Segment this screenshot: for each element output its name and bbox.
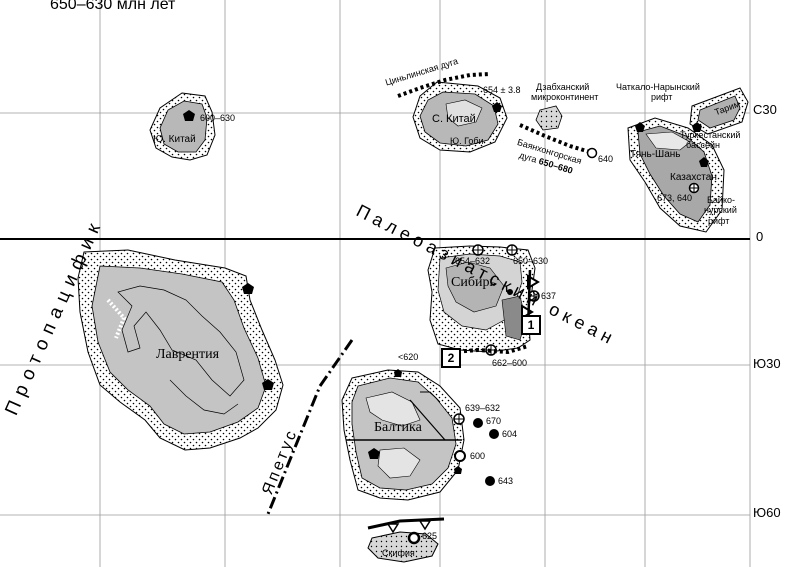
dzabkhan-label-1: Дзабханский xyxy=(536,82,590,92)
tarim-block xyxy=(689,87,749,135)
scythia-triangle-1 xyxy=(386,523,400,534)
baltica-block xyxy=(341,369,499,501)
balt-pentagon-small-1 xyxy=(454,466,462,474)
s-china-label: Ю. Китай xyxy=(153,134,196,145)
laurentia-pentagon-ne xyxy=(242,283,254,294)
balt-643-dot xyxy=(485,476,495,486)
lat-s30: Ю30 xyxy=(753,356,781,371)
laurentia-label: Лаврентия xyxy=(156,347,220,362)
lat-n30: С30 xyxy=(753,102,777,117)
laurentia-pentagon-se xyxy=(262,379,274,390)
scythia-age-circle xyxy=(407,531,421,545)
s-china-age-pentagon xyxy=(183,110,195,121)
gobi-label: Ю. Гоби xyxy=(450,136,484,146)
balt-670-dot xyxy=(473,418,483,428)
balt-604-dot xyxy=(489,429,499,439)
tianshan-label: Тянь-Шань xyxy=(630,149,681,160)
n-china-age-pentagon xyxy=(492,102,502,112)
qinling-arc-line xyxy=(397,72,491,98)
balt-pentagon-small-2 xyxy=(394,369,402,377)
marker-box-1: 1 xyxy=(521,315,541,335)
map-title: 650–630 млн лет xyxy=(50,0,176,13)
turkestan-pentagon xyxy=(692,122,702,132)
age-kazakh: 673, 640 xyxy=(657,193,693,203)
age-sib-e: 650–630 xyxy=(513,256,549,266)
age-balt-600: 600 xyxy=(470,451,486,461)
n-china-label: С. Китай xyxy=(432,113,476,125)
marker-box-2: 2 xyxy=(441,348,461,368)
age-balt-643: 643 xyxy=(498,476,514,486)
chatkal-label-1: Чаткало-Нарынский xyxy=(616,82,700,92)
turkestan-label-2: бассейн xyxy=(686,140,720,150)
lat-s60: Ю60 xyxy=(753,505,781,520)
laurentia-block xyxy=(77,249,284,451)
sib-center-dot xyxy=(507,289,513,295)
scythia-triangle-2 xyxy=(418,520,432,531)
siberia-label: Сибирь xyxy=(451,275,496,290)
age-scythia: 625 xyxy=(422,531,438,541)
age-balt-639: 639–632 xyxy=(465,403,501,413)
age-balt-620: <620 xyxy=(398,352,419,362)
age-s-china: 600–630 xyxy=(200,113,236,123)
dzabkhan-block xyxy=(535,105,563,131)
n-china-block xyxy=(412,81,508,153)
age-balt-670: 670 xyxy=(486,416,502,426)
iapetus-ridge xyxy=(266,339,354,515)
scythia-block xyxy=(367,517,445,563)
lat-equator: 0 xyxy=(756,229,764,244)
baltica-pentagon xyxy=(368,448,380,459)
age-dzabkhan: 640 xyxy=(598,154,614,164)
balt-600-age-circle xyxy=(454,450,466,462)
dzabkhan-age-circle xyxy=(586,147,598,159)
tianshan-kazakh-block xyxy=(627,117,725,233)
siberia-block xyxy=(427,244,540,356)
dzabkhan-label-2: микроконтинент xyxy=(531,92,599,102)
tianshan-pentagon xyxy=(699,157,709,167)
turkestan-label-1: Туркестанский xyxy=(680,130,741,140)
age-sib-s: 662–600 xyxy=(492,358,528,368)
scythia-label: Скифия xyxy=(382,548,415,558)
baltica-label: Балтика xyxy=(374,420,422,435)
age-n-china: 654 ± 3.8 xyxy=(483,85,521,95)
age-sib-637: 637 xyxy=(541,291,557,301)
s-china-block xyxy=(149,92,216,161)
kazakhstan-label: Казахстан xyxy=(670,172,717,183)
age-sib-w: 654–632 xyxy=(455,256,491,266)
chatkal-pentagon xyxy=(635,122,645,132)
chatkal-label-2: рифт xyxy=(651,92,673,102)
baikonur-label-3: рифт xyxy=(708,216,730,226)
baikonur-label-1: Байко- xyxy=(707,195,735,205)
bayankhongor-arc-line xyxy=(519,123,591,154)
baikonur-label-2: нурский xyxy=(704,205,737,215)
age-balt-604: 604 xyxy=(502,429,518,439)
siberia-south-arc xyxy=(451,344,529,355)
